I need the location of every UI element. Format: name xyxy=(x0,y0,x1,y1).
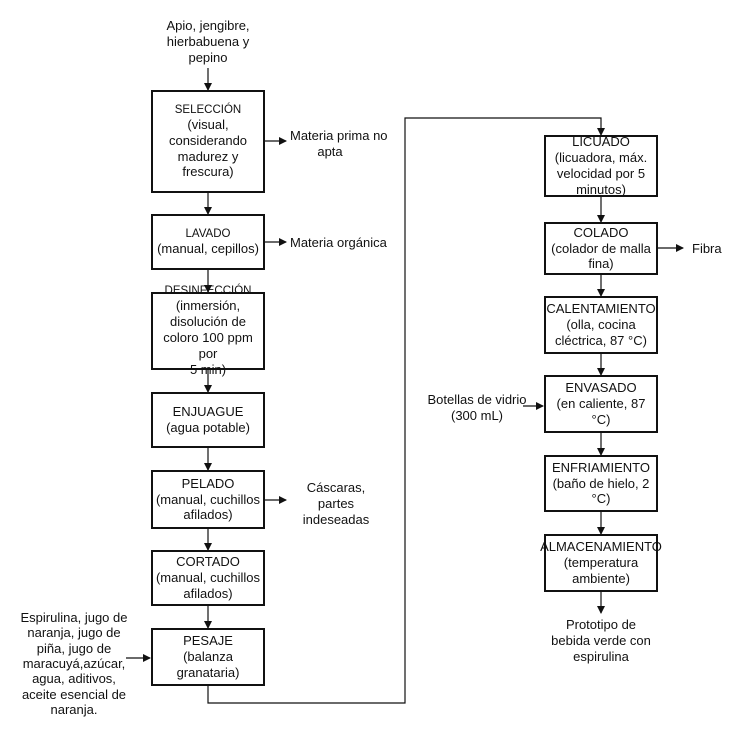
step-licuado: LICUADO (licuadora, máx. velocidad por 5… xyxy=(544,134,658,197)
step-seleccion: SELECCIÓN (visual, considerando madurez … xyxy=(151,90,265,193)
output-fibra: Fibra xyxy=(692,241,722,256)
step-enjuague: ENJUAGUE (agua potable) xyxy=(151,392,265,448)
step-colado: COLADO (colador de malla fina) xyxy=(544,222,658,275)
step-almacenamiento: ALMACENAMIENTO (temperatura ambiente) xyxy=(540,534,662,592)
output-materia-organica: Materia orgánica xyxy=(290,235,387,250)
step-title: ENVASADO xyxy=(565,380,637,396)
step-title: SELECCIÓN xyxy=(174,103,242,116)
step-title: PESAJE xyxy=(183,633,233,649)
step-title: LAVADO xyxy=(185,228,231,241)
step-calentamiento: CALENTAMIENTO (olla, cocina cléctrica, 8… xyxy=(544,296,658,354)
step-lavado: LAVADO (manual, cepillos) xyxy=(151,214,265,270)
step-enfriamiento: ENFRIAMIENTO (baño de hielo, 2 °C) xyxy=(544,455,658,512)
step-pelado: PELADO (manual, cuchillos afilados) xyxy=(151,470,265,529)
step-title: ENFRIAMIENTO xyxy=(552,459,650,475)
step-pesaje: PESAJE (balanza granataria) xyxy=(151,628,265,686)
output-cascaras: Cáscaras, partes indeseadas xyxy=(302,480,370,527)
input-pesaje-ingredients: Espirulina, jugo de naranja, jugo de piñ… xyxy=(20,610,128,717)
step-title: ALMACENAMIENTO xyxy=(540,539,662,555)
step-title: LICUADO xyxy=(572,134,630,150)
step-cortado: CORTADO (manual, cuchillos afilados) xyxy=(151,550,265,606)
step-title: CALENTAMIENTO xyxy=(546,301,656,317)
step-title: CORTADO xyxy=(176,554,240,570)
connector-pesaje-to-licuado xyxy=(207,117,605,704)
output-final-product: Prototipo de bebida verde con espirulina xyxy=(551,617,651,664)
step-envasado: ENVASADO (en caliente, 87 °C) xyxy=(544,375,658,433)
step-desinfeccion: DESINFECCIÓN (inmersión, disolución de c… xyxy=(151,285,265,377)
output-materia-prima-no-apta: Materia prima no apta xyxy=(290,128,388,159)
step-title: ENJUAGUE xyxy=(172,404,244,420)
step-title: DESINFECCIÓN xyxy=(164,285,252,298)
step-title: COLADO xyxy=(573,224,629,240)
input-botellas: Botellas de vidrio (300 mL) xyxy=(427,392,527,423)
step-title: PELADO xyxy=(181,475,235,491)
input-raw-materials: Apio, jengibre, hierbabuena y pepino xyxy=(166,18,250,65)
